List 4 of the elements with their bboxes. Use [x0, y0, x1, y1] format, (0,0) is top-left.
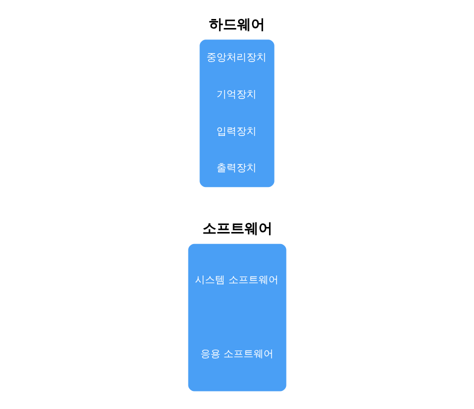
- node-box: 시스템 소프트웨어 응용 소프트웨어: [188, 244, 286, 392]
- node-label: 소프트웨어: [202, 221, 273, 238]
- node-label: 하드웨어: [209, 16, 266, 33]
- node-box: 중앙처리장치 기억장치 입력장치 출력장치: [200, 40, 274, 188]
